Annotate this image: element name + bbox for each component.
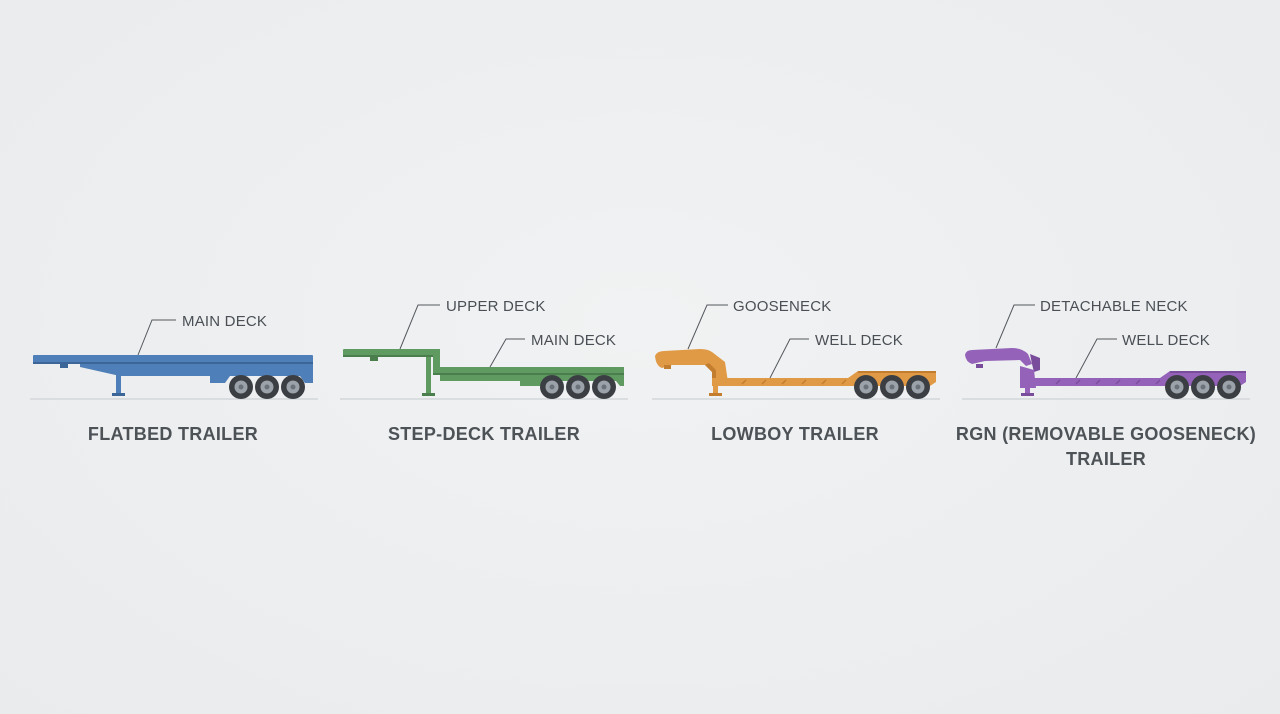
rgn-detachable-neck-leader — [995, 304, 1035, 349]
rgn-detachable-neck-label: DETACHABLE NECK — [1040, 298, 1188, 315]
lowboy-trailer: GOOSENECK WELL DECK LOWBOY TRAILER — [652, 298, 940, 444]
wheel — [255, 375, 279, 399]
step-deck-landing-gear — [426, 357, 431, 394]
step-deck-upper-rail — [343, 355, 440, 357]
step-deck-upper-deck-leader — [399, 304, 440, 350]
lowboy-well-deck — [712, 378, 852, 386]
flatbed-trailer: MAIN DECK FLATBED TRAILER — [30, 313, 318, 444]
lowboy-gooseneck-label: GOOSENECK — [733, 298, 832, 315]
flatbed-title: FLATBED TRAILER — [88, 424, 258, 444]
step-deck-upper-deck — [343, 349, 440, 356]
wheel — [854, 375, 878, 399]
flatbed-king-pin — [60, 364, 68, 368]
step-deck-upper-deck-label: UPPER DECK — [446, 298, 546, 315]
rgn-landing-gear — [1025, 388, 1030, 394]
lowboy-gooseneck-leader — [687, 304, 728, 350]
lowboy-landing-foot — [709, 393, 722, 396]
step-deck-wheels — [540, 375, 616, 399]
lowboy-king-pin — [664, 365, 671, 369]
step-deck-main-deck-label: MAIN DECK — [531, 332, 616, 349]
wheel — [880, 375, 904, 399]
lowboy-title: LOWBOY TRAILER — [711, 424, 879, 444]
rgn-neck-hinge — [1030, 354, 1040, 372]
lowboy-gooseneck-shade — [705, 363, 716, 382]
step-deck-main-rail — [433, 373, 624, 375]
step-deck-step — [433, 349, 440, 369]
rgn-trailer: DETACHABLE NECK WELL DECK RGN (REMOVABLE… — [956, 298, 1256, 469]
wheel — [1217, 375, 1241, 399]
rgn-well-deck — [1030, 378, 1164, 386]
rgn-well-deck-leader — [1075, 338, 1117, 379]
flatbed-main-deck-label: MAIN DECK — [182, 313, 267, 330]
flatbed-wheels — [229, 375, 305, 399]
rgn-well-deck-label: WELL DECK — [1122, 332, 1210, 349]
flatbed-frame — [80, 364, 313, 383]
wheel — [540, 375, 564, 399]
lowboy-landing-gear — [713, 386, 718, 394]
step-deck-landing-foot — [422, 393, 435, 396]
flatbed-landing-gear — [116, 364, 121, 394]
rgn-landing-foot — [1021, 393, 1034, 396]
lowboy-deck-pattern — [741, 379, 847, 385]
rgn-deck-pattern — [1055, 379, 1161, 385]
wheel — [906, 375, 930, 399]
wheel — [1165, 375, 1189, 399]
wheel — [566, 375, 590, 399]
flatbed-landing-foot — [112, 393, 125, 396]
lowboy-well-deck-leader — [769, 338, 809, 379]
rgn-rear-rail — [1170, 371, 1246, 373]
step-deck-main-deck — [433, 367, 624, 374]
flatbed-body — [33, 355, 313, 396]
step-deck-trailer: UPPER DECK MAIN DECK STEP-DECK TRAILER — [340, 298, 628, 444]
rgn-title-line-2: TRAILER — [1066, 449, 1146, 469]
flatbed-main-deck-leader — [137, 319, 176, 356]
rgn-wheels — [1165, 375, 1241, 399]
step-deck-title: STEP-DECK TRAILER — [388, 424, 580, 444]
rgn-king-pin — [976, 364, 983, 368]
lowboy-wheels — [854, 375, 930, 399]
wheel — [1191, 375, 1215, 399]
step-deck-main-deck-leader — [489, 338, 525, 368]
wheel — [229, 375, 253, 399]
rgn-title-line-1: RGN (REMOVABLE GOOSENECK) — [956, 424, 1256, 444]
flatbed-deck-rail — [33, 362, 313, 364]
lowboy-gooseneck — [655, 349, 728, 382]
lowboy-well-deck-label: WELL DECK — [815, 332, 903, 349]
wheel — [281, 375, 305, 399]
lowboy-rear-rail — [858, 371, 936, 373]
wheel — [592, 375, 616, 399]
flatbed-main-deck — [33, 355, 313, 363]
rgn-detachable-neck — [965, 348, 1032, 366]
step-deck-king-pin — [370, 357, 378, 361]
